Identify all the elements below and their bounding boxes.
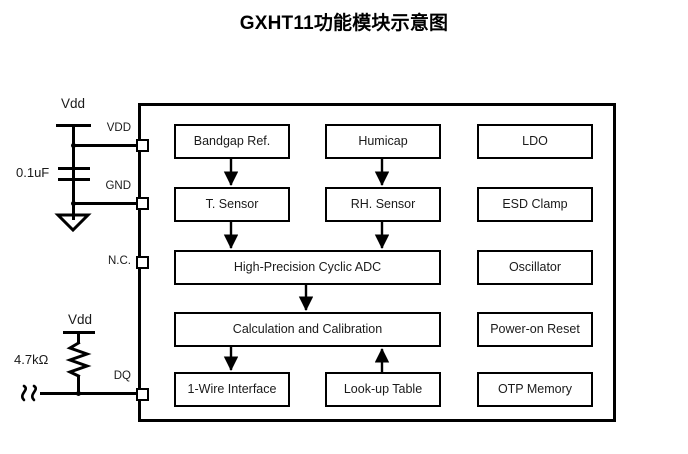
dq-node-dot (76, 391, 81, 396)
block-oscillator-label: Oscillator (508, 259, 562, 274)
capacitor-plate-bottom (58, 178, 90, 181)
block-calculation: Calculation and Calibration (174, 312, 441, 347)
capacitor-label: 0.1uF (16, 165, 50, 180)
pin-gnd-label: GND (105, 180, 131, 192)
block-otp-memory-label: OTP Memory (497, 381, 573, 396)
vdd-bottom-label: Vdd (67, 312, 93, 327)
pin-dq-label: DQ (113, 370, 131, 382)
capacitor-plate-top (58, 167, 90, 170)
block-power-on-reset: Power-on Reset (477, 312, 593, 347)
pin-nc-label: N.C. (108, 255, 131, 267)
block-rh-sensor-label: RH. Sensor (350, 196, 416, 211)
vdd-node-dot (71, 143, 76, 148)
block-t-sensor: T. Sensor (174, 187, 290, 222)
pin-vdd-pad (136, 139, 149, 152)
resistor-bottom-lead (77, 375, 80, 394)
vdd-top-rail-wire (72, 124, 75, 220)
pin-vdd-label: VDD (106, 122, 131, 134)
resistor-label: 4.7kΩ (14, 352, 49, 367)
block-1-wire-interface-label: 1-Wire Interface (187, 381, 277, 396)
block-esd-clamp: ESD Clamp (477, 187, 593, 222)
block-ldo: LDO (477, 124, 593, 159)
block-adc-label: High-Precision Cyclic ADC (233, 259, 382, 274)
block-power-on-reset-label: Power-on Reset (490, 321, 580, 336)
vdd-branch-wire (72, 144, 140, 147)
block-humicap-label: Humicap (358, 133, 408, 148)
block-1-wire-interface: 1-Wire Interface (174, 372, 290, 407)
vdd-top-label: Vdd (60, 96, 86, 111)
block-ldo-label: LDO (522, 133, 548, 148)
block-adc: High-Precision Cyclic ADC (174, 250, 441, 285)
vdd-bottom-rail-wire (77, 331, 80, 343)
gnd-node-dot (71, 201, 76, 206)
dq-external-wire (40, 392, 140, 395)
block-look-up-table-label: Look-up Table (343, 381, 423, 396)
pin-gnd-pad (136, 197, 149, 210)
block-rh-sensor: RH. Sensor (325, 187, 441, 222)
block-look-up-table: Look-up Table (325, 372, 441, 407)
block-bandgap-ref-label: Bandgap Ref. (193, 133, 271, 148)
block-otp-memory: OTP Memory (477, 372, 593, 407)
block-bandgap-ref: Bandgap Ref. (174, 124, 290, 159)
block-calculation-label: Calculation and Calibration (232, 321, 383, 336)
pin-dq-pad (136, 388, 149, 401)
page-title: GXHT11功能模块示意图 (239, 13, 449, 34)
block-esd-clamp-label: ESD Clamp (502, 196, 568, 211)
wire-break-icon-1 (21, 384, 27, 402)
pin-nc-pad (136, 256, 149, 269)
block-t-sensor-label: T. Sensor (205, 196, 259, 211)
wire-break-icon-2 (31, 384, 37, 402)
block-humicap: Humicap (325, 124, 441, 159)
gnd-branch-wire (72, 202, 140, 205)
block-oscillator: Oscillator (477, 250, 593, 285)
